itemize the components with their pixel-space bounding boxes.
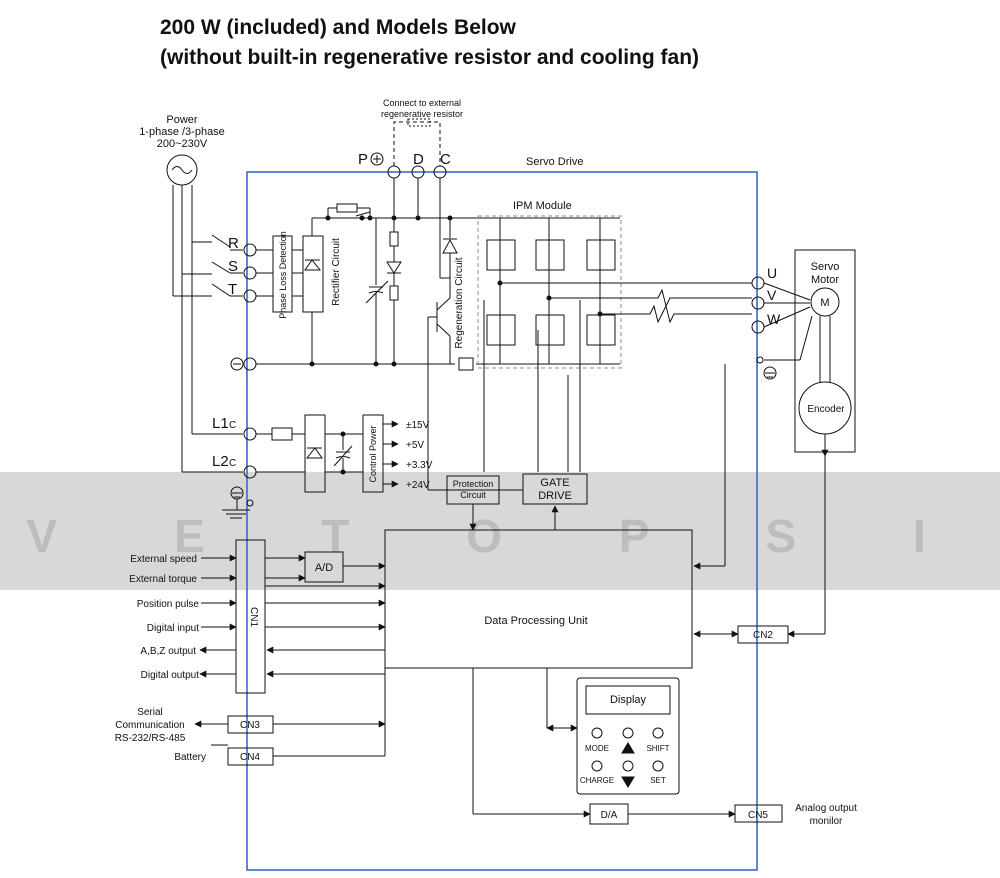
voltage-5v: +5V [406,440,424,451]
signal-digital-output: Digital output [141,670,200,681]
serial-label1: Serial [137,707,163,718]
control-power-label: Control Power [368,425,378,482]
terminal-r-label: R [228,235,239,252]
protection-label1: Protection [453,479,494,489]
analog-output-label2: monilor [810,816,843,827]
cn5-label: CN5 [748,810,768,821]
terminal-r [243,243,257,257]
gate-drive-label2: DRIVE [538,490,572,502]
rectifier-label: Rectifier Circuit [331,238,342,306]
terminal-p-label: P [358,151,368,168]
terminal-u-label: U [767,265,777,281]
terminal-t-label: T [228,281,237,298]
charge-label: CHARGE [580,776,614,785]
terminal-l2-label: L2 [212,453,229,470]
mode-label: MODE [585,744,609,753]
terminal-s [243,266,257,280]
keypad-panel [576,677,680,795]
terminal-u [751,276,765,290]
encoder-label: Encoder [807,404,845,415]
serial-label2: Communication [115,720,184,731]
ipm-module-label: IPM Module [513,200,572,212]
display-label: Display [610,694,647,706]
terminal-l1-label: L1 [212,415,229,432]
motor-ground [763,366,777,380]
cn1-label: CN1 [248,607,259,627]
motor-m-label: M [820,297,829,309]
terminal-v-label: V [767,287,777,303]
diagram-title-line1: 200 W (included) and Models Below [160,16,516,39]
power-label: Power [166,114,198,126]
ipm-module-box [477,215,622,369]
cn1-box [235,539,266,694]
cn4-label: CN4 [240,752,260,763]
terminal-c-label: C [440,151,451,168]
da-label: D/A [601,810,618,821]
phase-loss-label: Phase Loss Detection [278,231,288,319]
data-processing-unit-box [384,529,693,669]
motor-symbol [810,287,840,317]
terminal-t [243,289,257,303]
watermark-band [0,472,1000,590]
up-arrow-icon [621,742,635,754]
dpu-label: Data Processing Unit [484,615,587,627]
terminal-l1-suffix: C [229,420,236,431]
gate-drive-label1: GATE [540,477,569,489]
signal-abz-output: A,B,Z output [140,646,196,657]
rectifier-box [302,235,324,313]
phase-loss-detection-box [272,235,293,313]
signal-external-speed: External speed [130,554,197,565]
cn2-label: CN2 [753,630,773,641]
voltage-15v: ±15V [406,420,430,431]
signal-external-torque: External torque [129,574,197,585]
control-power-box [362,414,384,493]
shift-label: SHIFT [646,744,669,753]
cn3-label: CN3 [240,720,260,731]
terminal-l2-suffix: C [229,458,236,469]
terminal-minus [243,357,257,371]
ad-converter-box [304,551,344,583]
terminal-l1c [243,427,257,441]
analog-output-label1: Analog output [795,803,857,814]
terminal-w-label: W [767,311,781,327]
gate-drive-box [522,473,588,505]
watermark-text: W A V E T O P S I G N [0,510,1000,562]
serial-label3: RS-232/RS-485 [115,733,186,744]
voltage-24v: +24V [406,480,430,491]
set-label: SET [650,776,666,785]
terminal-w [751,320,765,334]
ad-label: A/D [315,562,333,574]
servo-drive-frame [246,171,758,871]
power-voltage-label: 200~230V [157,138,208,150]
control-rectifier-box [304,414,326,493]
voltage-3v3: +3.3V [406,460,433,471]
regen-note-line2: regenerative resistor [381,109,463,119]
regen-resistor-dashed [393,121,441,166]
signal-digital-input: Digital input [147,623,199,634]
terminal-d-label: D [413,151,424,168]
down-arrow-icon [621,776,635,788]
protection-label2: Circuit [460,490,486,500]
diagram-title-line2: (without built-in regenerative resistor … [160,46,700,69]
cn5-box [734,804,783,823]
regen-note-line1: Connect to external [383,98,461,108]
battery-label: Battery [174,752,206,763]
terminal-s-label: S [228,258,238,275]
display-window [585,685,671,715]
servo-drive-label: Servo Drive [526,156,583,168]
signal-position-pulse: Position pulse [137,599,200,610]
servo-motor-label1: Servo [811,261,840,273]
terminal-v [751,296,765,310]
regeneration-label: Regeneration Circuit [454,257,465,348]
servo-motor-label2: Motor [811,274,839,286]
power-phase-label: 1-phase /3-phase [139,126,225,138]
